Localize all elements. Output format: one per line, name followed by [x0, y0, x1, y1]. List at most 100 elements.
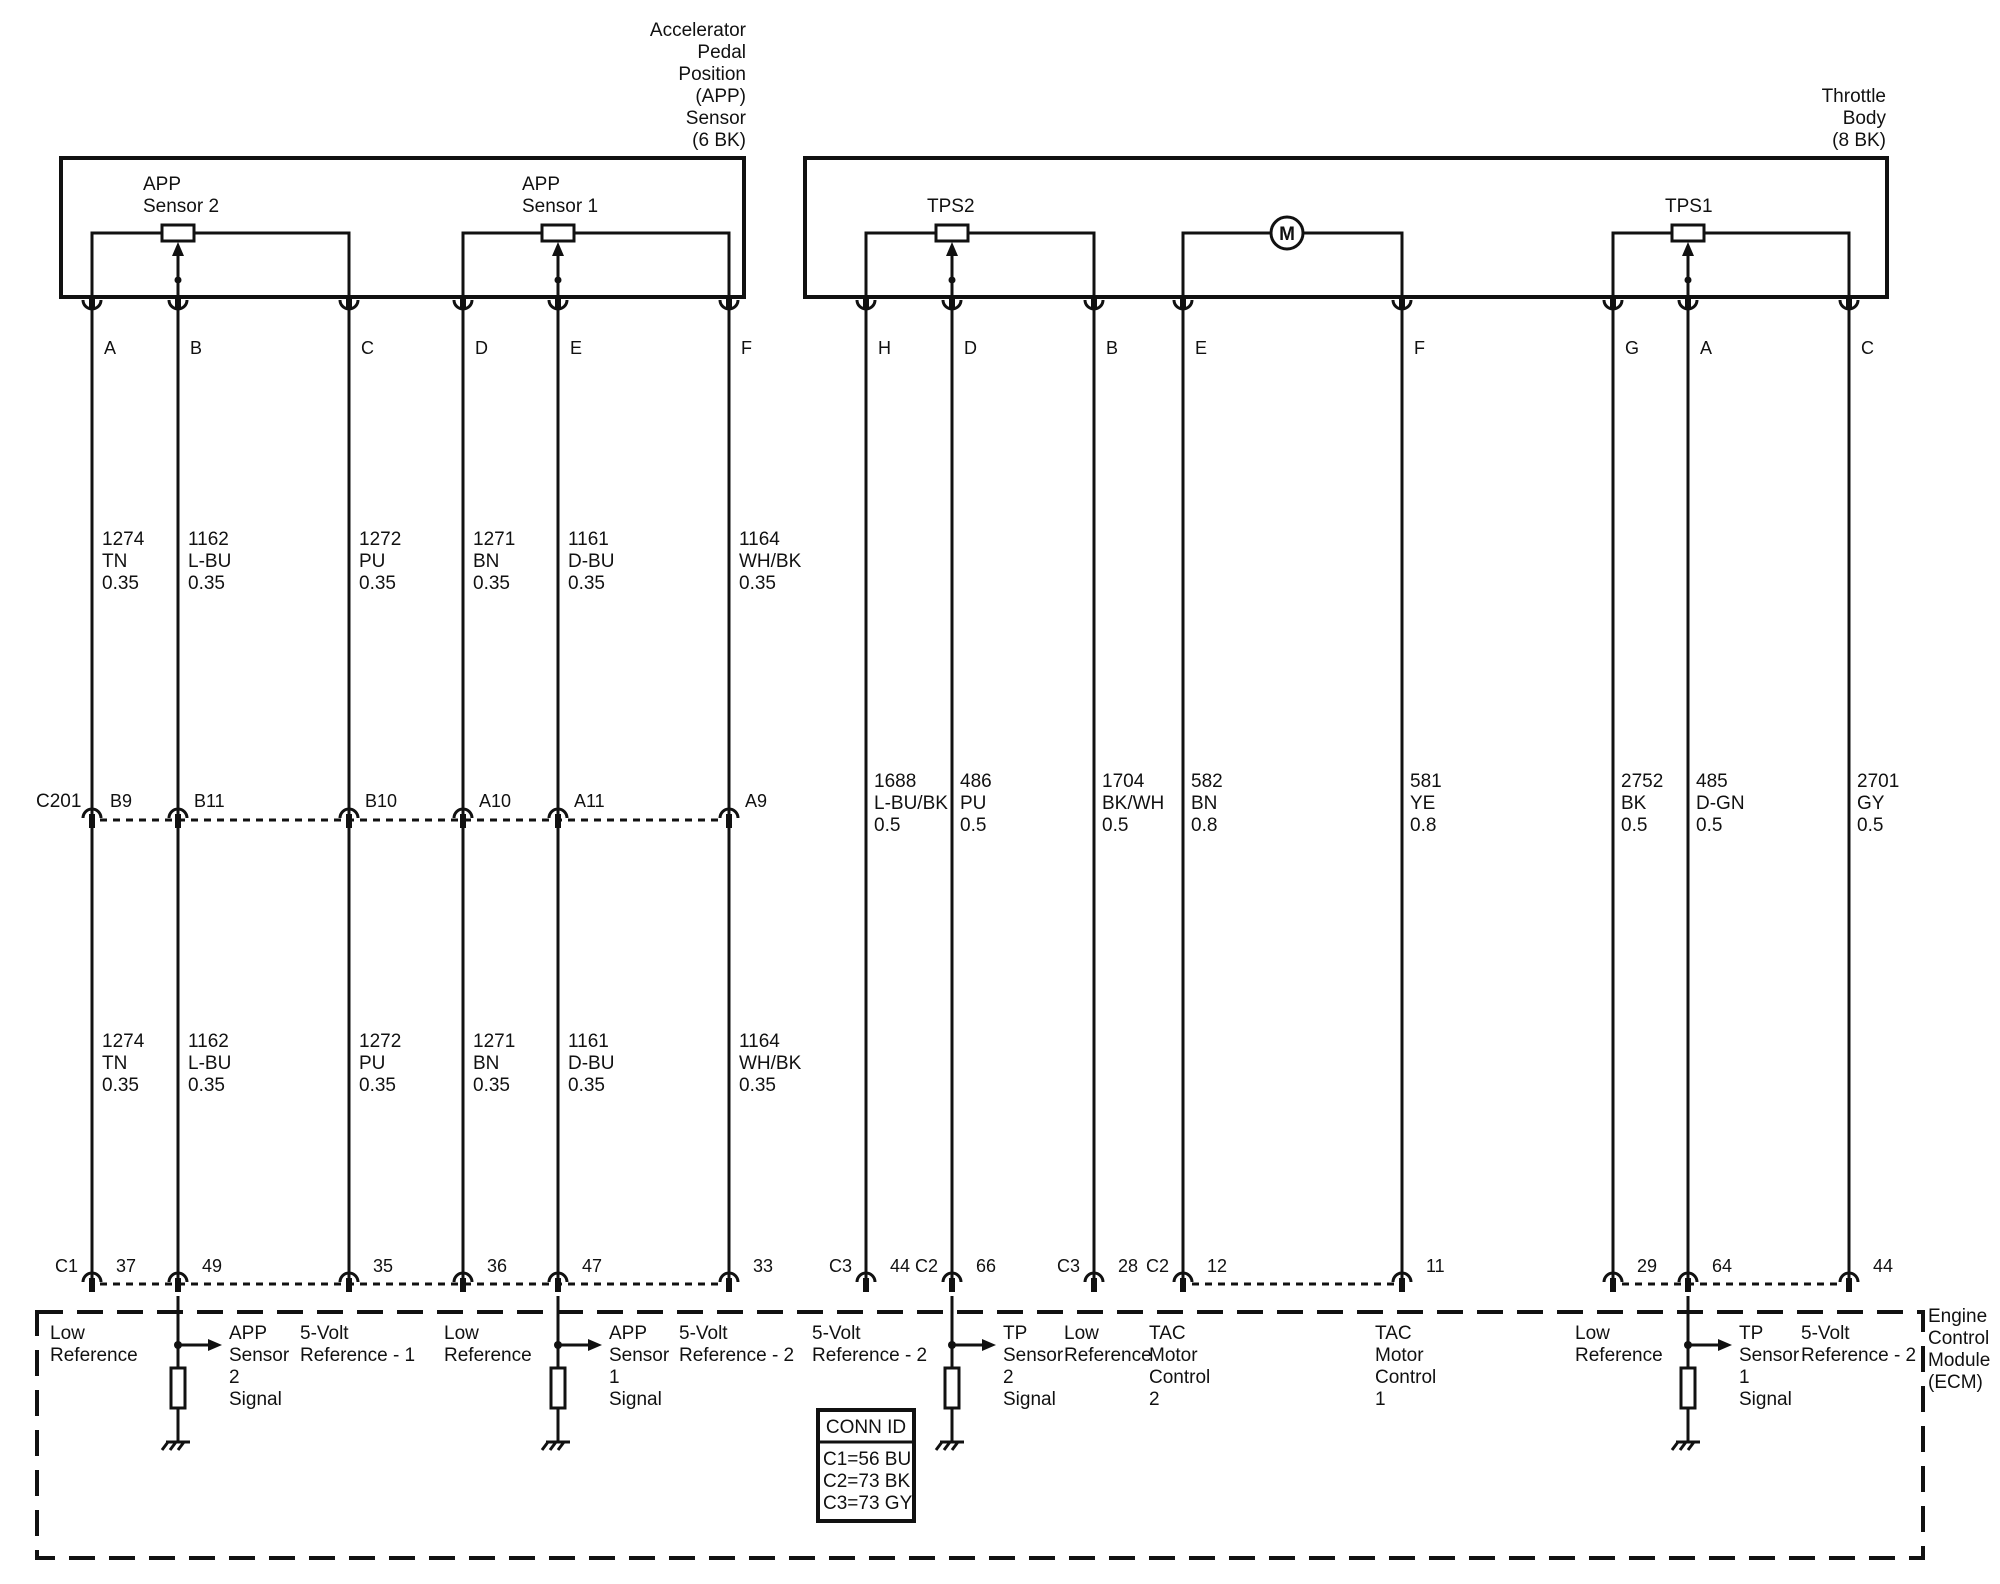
component-terminal: [718, 296, 740, 311]
component-pin-label: B: [1106, 338, 1118, 358]
ecm-pin-label: 66: [976, 1256, 996, 1276]
wire-info: TN: [102, 551, 127, 572]
wire-info: L-BU: [188, 551, 231, 572]
svg-text:APP: APP: [143, 174, 181, 195]
ecm-terminal: [338, 1271, 360, 1292]
wire-info: 581: [1410, 771, 1442, 792]
c201-terminal: [718, 807, 740, 828]
svg-text:(ECM): (ECM): [1928, 1372, 1983, 1393]
wire-info: BK: [1621, 793, 1647, 814]
tps2-element: [934, 223, 970, 243]
ecm-circuit-label: Signal: [609, 1389, 662, 1410]
ecm-circuit-label: Reference: [444, 1345, 532, 1366]
wire-info: BN: [1191, 793, 1217, 814]
wire-info: 582: [1191, 771, 1223, 792]
wire-info: 0.35: [473, 1075, 510, 1096]
wire-info: TN: [102, 1053, 127, 1074]
svg-text:Sensor: Sensor: [686, 108, 747, 129]
c201-pin-label: A11: [574, 791, 605, 811]
component-pin-label: A: [104, 338, 116, 358]
wire-info: 1161: [568, 1031, 609, 1052]
component-terminal: [547, 296, 569, 311]
wire-info: 1162: [188, 529, 229, 550]
ecm-circuit-label: TAC: [1375, 1323, 1412, 1344]
component-pin-label: G: [1625, 338, 1639, 358]
component-pin-label: C: [361, 338, 374, 358]
ecm-terminal: [167, 1271, 189, 1292]
tps1-element: [1670, 223, 1706, 243]
ecm-circuit-label: TP: [1003, 1323, 1027, 1344]
tps1-label: TPS1: [1665, 196, 1713, 217]
c201-pin-label: A10: [479, 791, 511, 811]
ecm-circuit-label: Sensor: [1003, 1345, 1064, 1366]
wire-info: 0.35: [359, 1075, 396, 1096]
ecm-circuit-label: Signal: [1739, 1389, 1792, 1410]
signal-input-circuit: [1670, 1296, 1732, 1451]
wire-info: 0.8: [1191, 815, 1217, 836]
sensor-wipers: [172, 242, 1694, 297]
component-pin-label: C: [1861, 338, 1874, 358]
ecm-circuit-label: 1: [609, 1367, 620, 1388]
wire-info: 1688: [874, 771, 916, 792]
component-terminal: [941, 296, 963, 311]
component-terminal: [855, 296, 877, 311]
wire-info: 1271: [473, 529, 515, 550]
ecm-pin-label: 44: [890, 1256, 910, 1276]
svg-text:(APP): (APP): [695, 86, 746, 107]
svg-text:Pedal: Pedal: [697, 42, 746, 63]
wire-info: 0.35: [739, 573, 776, 594]
wire-info: 0.8: [1410, 815, 1436, 836]
ecm-circuit-label: 2: [1003, 1367, 1014, 1388]
ecm-pin-label: 37: [116, 1256, 136, 1276]
ecm-circuit-label: 1: [1739, 1367, 1750, 1388]
ecm-title: Engine Control Module (ECM): [1928, 1306, 1990, 1393]
conn-id-title: CONN ID: [826, 1417, 906, 1438]
ecm-box: [35, 1310, 1925, 1560]
ecm-circuit-label: Reference: [1064, 1345, 1152, 1366]
svg-text:APP: APP: [522, 174, 560, 195]
wire-info: 0.5: [960, 815, 986, 836]
svg-text:Control: Control: [1928, 1328, 1989, 1349]
ecm-pin-label: 11: [1426, 1256, 1445, 1276]
ecm-connector-label: C1: [55, 1256, 78, 1276]
wire-info: PU: [359, 1053, 385, 1074]
ecm-circuit-label: Low: [1064, 1323, 1099, 1344]
svg-text:Sensor 1: Sensor 1: [522, 196, 598, 217]
ecm-pin-label: 33: [753, 1256, 773, 1276]
app-sensor-box: [59, 156, 746, 299]
app-sensor-2-label: APP Sensor 2: [143, 174, 219, 217]
wire-info: PU: [960, 793, 986, 814]
wire-info: 1704: [1102, 771, 1145, 792]
ecm-pin-label: 47: [582, 1256, 602, 1276]
wire-info: 0.35: [188, 573, 225, 594]
c201-pin-label: B11: [194, 791, 225, 811]
ecm-circuit-label: Control: [1375, 1367, 1436, 1388]
wire-info: 0.35: [568, 1075, 605, 1096]
wire-info: WH/BK: [739, 551, 802, 572]
ecm-circuit-label: APP: [229, 1323, 267, 1344]
ecm-terminal: [1602, 1271, 1624, 1292]
wire-info: 0.35: [102, 573, 139, 594]
ecm-terminal: [1391, 1271, 1413, 1292]
ecm-circuit-label: TAC: [1149, 1323, 1186, 1344]
ecm-pin-label: 44: [1873, 1256, 1893, 1276]
ecm-terminal: [1172, 1271, 1194, 1292]
ecm-terminal: [1838, 1271, 1860, 1292]
wire-info: 1161: [568, 529, 609, 550]
ecm-connector-label: C3: [829, 1256, 852, 1276]
wire-info: 1164: [739, 529, 780, 550]
svg-text:(6 BK): (6 BK): [692, 130, 746, 151]
component-terminal: [167, 296, 189, 311]
ecm-pin-label: 49: [202, 1256, 222, 1276]
c201-pin-label: B10: [365, 791, 397, 811]
svg-text:Throttle: Throttle: [1822, 86, 1886, 107]
wire-info: 1272: [359, 529, 401, 550]
ecm-internal-circuits: LowReferenceAPPSensor2Signal5-VoltRefere…: [50, 1296, 1916, 1451]
ecm-pin-label: 28: [1118, 1256, 1138, 1276]
wire-info: 0.5: [1621, 815, 1647, 836]
wire-info: YE: [1410, 793, 1435, 814]
component-pin-label: F: [1414, 338, 1425, 358]
component-pin-label: B: [190, 338, 202, 358]
ecm-terminal: [1083, 1271, 1105, 1292]
